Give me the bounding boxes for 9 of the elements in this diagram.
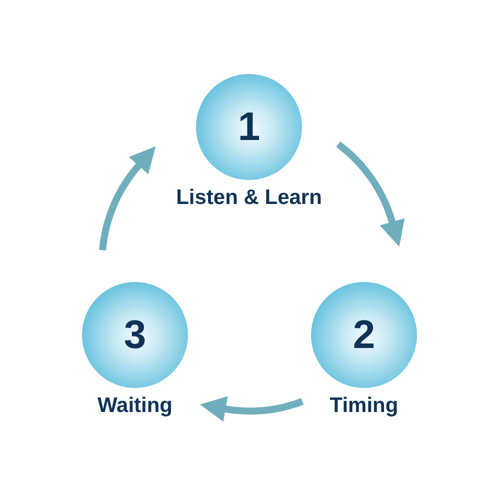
step-label: Listen & Learn [176, 186, 322, 210]
step-label: Timing [330, 394, 398, 418]
step-label: Waiting [97, 394, 173, 418]
curved-arrow [99, 145, 155, 251]
step-number: 2 [352, 313, 376, 357]
curved-arrow [200, 396, 304, 422]
curved-arrow [336, 141, 404, 246]
step-number: 3 [124, 313, 146, 357]
step-number: 1 [238, 105, 260, 149]
